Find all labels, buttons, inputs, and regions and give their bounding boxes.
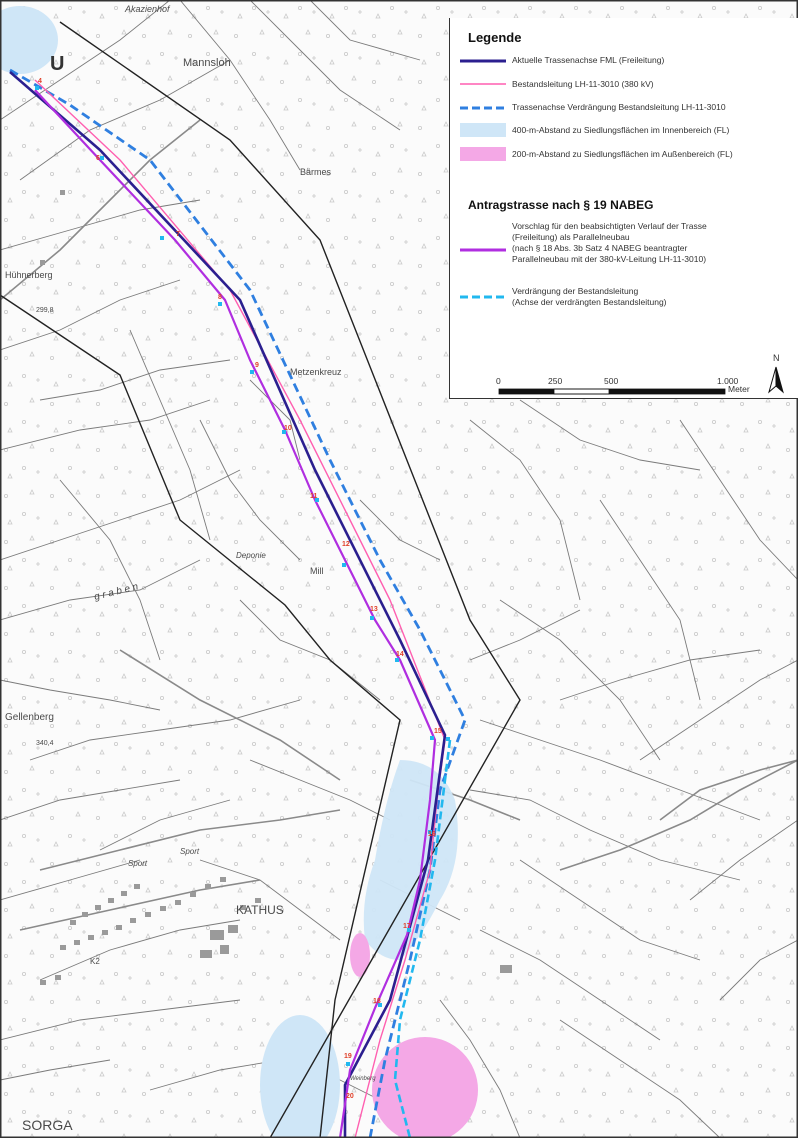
tower-labels: 4 6 7 8 9 10 11 12 13 14 15 16 17 18 19 … [38, 78, 442, 1100]
roads [0, 119, 798, 931]
place-label: Sport [180, 847, 200, 856]
tower-label: 15 [434, 728, 442, 735]
legend-proposal-text: Vorschlag für den beabsichtigten Verlauf… [512, 221, 707, 265]
place-label: Deponie [236, 551, 266, 560]
legend-section-title: Antragstrasse nach § 19 NABEG [468, 198, 654, 212]
tower-label: 11 [310, 493, 318, 500]
buildings [40, 190, 512, 985]
scale-tick-label: 250 [548, 376, 563, 386]
legend-panel: Legende Aktuelle Trassenachse FML (Freil… [449, 18, 798, 399]
place-label: Sport [128, 859, 148, 868]
tower-label: 6 [96, 155, 100, 162]
north-arrow-icon [768, 366, 784, 394]
buffer-200m-kathus [350, 933, 370, 977]
scale-tick-label: 0 [496, 376, 501, 386]
scale-bar [498, 388, 726, 395]
buffer-200m-sorga [372, 1037, 478, 1138]
place-label: Mannsloh [183, 57, 231, 69]
relocation-existing-line [393, 739, 452, 1138]
legend-title: Legende [468, 30, 522, 45]
legend-item-label: Bestandsleitung LH-11-3010 (380 kV) [512, 79, 654, 89]
place-label: Bärmes [300, 167, 332, 177]
legend-symbols [460, 59, 506, 161]
legend-proposal-line: (nach § 18 Abs. 3b Satz 4 NABEG beantrag… [512, 243, 688, 253]
place-label: Metzenkreuz [290, 367, 342, 377]
tower-label: 12 [342, 541, 350, 548]
axis-fml-line [9, 71, 447, 1138]
place-label: Gellenberg [5, 712, 54, 723]
tower-label: 17 [403, 923, 411, 930]
legend-item-label: Aktuelle Trassenachse FML (Freileitung) [512, 55, 665, 65]
legend-relocation-line: Verdrängung der Bestandsleitung [512, 286, 639, 296]
place-label: Weinberg [350, 1076, 376, 1082]
scale-tick-label: 1.000 [717, 376, 739, 386]
tower-label: 8 [218, 294, 222, 301]
legend-relocation-text: Verdrängung der Bestandsleitung (Achse d… [512, 286, 667, 308]
place-label: SORGA [22, 1117, 73, 1133]
tower-label: 16 [428, 831, 436, 838]
scale-tick-label: 500 [604, 376, 619, 386]
tower-label: 4 [38, 78, 42, 85]
place-label: KATHUS [236, 903, 284, 917]
place-label: Hühnerberg [5, 270, 53, 280]
tower-label: 13 [370, 606, 378, 613]
legend-relocation-line: (Achse der verdrängten Bestandsleitung) [512, 297, 667, 307]
tower-label: 7 [176, 231, 180, 238]
scale-unit: Meter [728, 384, 750, 394]
legend-swatch-buffer-200m [460, 147, 506, 161]
route-lines [9, 68, 467, 1138]
north-label: N [773, 353, 780, 363]
tower-label: 9 [255, 362, 259, 369]
legend-item-label: 200-m-Abstand zu Siedlungsflächen im Auß… [512, 149, 733, 159]
corner-label: U [50, 53, 64, 75]
place-label: K2 [90, 957, 100, 966]
buffer-400m-north [0, 6, 58, 74]
place-label: Akazienhof [124, 4, 171, 14]
legend-symbols-section [460, 248, 506, 299]
legend-proposal-line: Vorschlag für den beabsichtigten Verlauf… [512, 221, 707, 231]
tower-label: 14 [396, 651, 404, 658]
place-label: 299,8 [36, 307, 54, 314]
place-label: Mill [310, 566, 324, 576]
tower-markers [35, 86, 450, 1066]
tower-label: 19 [344, 1053, 352, 1060]
buffer-400m-south [260, 1015, 340, 1138]
proposal-parallel-line [34, 89, 437, 1138]
legend-proposal-line: Parallelneubau mit der 380-kV-Leitung LH… [512, 254, 707, 264]
legend-item-label: Trassenachse Verdrängung Bestandsleitung… [512, 102, 726, 112]
legend-item-label: 400-m-Abstand zu Siedlungsflächen im Inn… [512, 125, 730, 135]
legend-swatch-buffer-400m [460, 123, 506, 137]
legend-proposal-line: (Freileitung) als Parallelneubau [512, 232, 630, 242]
tower-label: 10 [284, 425, 292, 432]
corridor-boundary [0, 21, 521, 1138]
tower-label: 20 [346, 1093, 354, 1100]
tower-label: 18 [373, 998, 381, 1005]
relocation-axis-line [9, 68, 467, 1138]
place-label: 340,4 [36, 740, 54, 747]
